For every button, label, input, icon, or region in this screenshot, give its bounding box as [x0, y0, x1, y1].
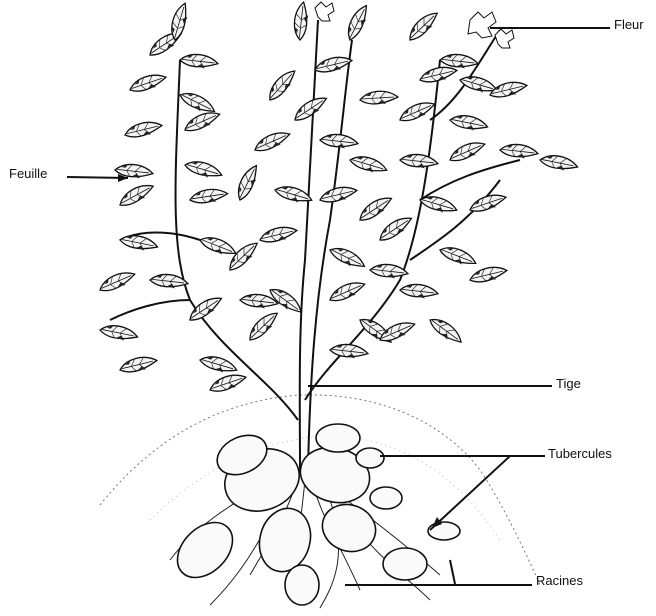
- stems: [110, 20, 520, 470]
- label-tige: Tige: [556, 376, 581, 391]
- label-tubercules: Tubercules: [548, 446, 612, 461]
- tubers: [167, 424, 460, 605]
- foliage: [97, 1, 579, 394]
- leader-line-racines-2: [450, 560, 455, 584]
- label-racines: Racines: [536, 573, 583, 588]
- leader-line-tubercules-2: [430, 456, 510, 530]
- label-feuille: Feuille: [9, 166, 47, 181]
- label-fleur: Fleur: [614, 17, 644, 32]
